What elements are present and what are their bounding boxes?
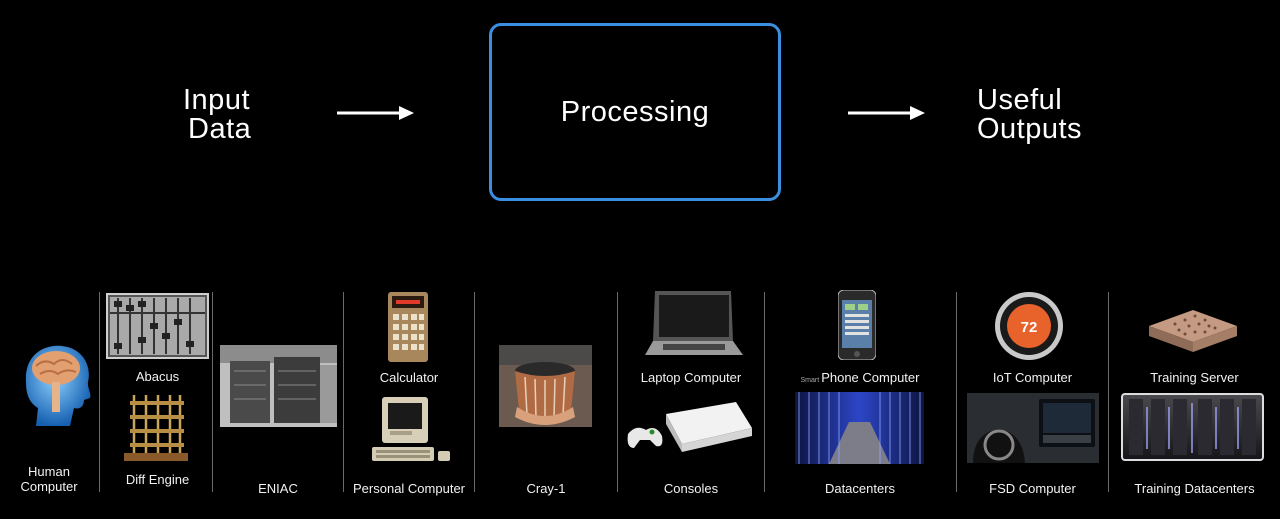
- separator: [212, 292, 213, 492]
- datacenter-image: [795, 392, 924, 464]
- separator: [956, 292, 957, 492]
- separator: [764, 292, 765, 492]
- training-datacenters-label: Training Datacenters: [1134, 481, 1255, 496]
- human-head-icon: [25, 345, 91, 426]
- training-server-label: Training Server: [1150, 370, 1239, 385]
- abacus-label: Abacus: [135, 369, 180, 384]
- output-line-2: Outputs: [977, 113, 1083, 145]
- arrow-right-icon: [848, 106, 925, 120]
- thermostat-temperature: 72: [1021, 319, 1038, 336]
- calculator-label: Calculator: [379, 370, 439, 385]
- training-server-image: [1149, 310, 1237, 352]
- separator: [99, 292, 100, 492]
- arrow-right-icon: [337, 106, 414, 120]
- datacenters-label: Datacenters: [824, 481, 896, 496]
- abacus-image: [106, 293, 209, 359]
- processing-label: Processing: [560, 95, 710, 128]
- consoles-label: Consoles: [663, 481, 719, 496]
- separator: [617, 292, 618, 492]
- thermostat-image: 72: [995, 292, 1063, 360]
- eniac-image: [220, 345, 337, 427]
- calculator-image: [388, 292, 428, 362]
- separator: [474, 292, 475, 492]
- laptop-computer-label: Laptop Computer: [640, 370, 742, 385]
- fsd-computer-label: FSD Computer: [989, 481, 1076, 496]
- laptop-image: [645, 291, 743, 355]
- useful-outputs-label: Useful Outputs: [977, 86, 1082, 144]
- input-line-2: Data: [188, 113, 252, 145]
- separator: [343, 292, 344, 492]
- smartphone-image: [838, 290, 876, 360]
- eniac-label: ENIAC: [258, 481, 298, 496]
- personal-computer-label: Personal Computer: [353, 481, 465, 496]
- input-line-1: Input: [183, 84, 250, 116]
- fsd-dashboard-image: [967, 393, 1099, 463]
- input-data-label: Input Data: [183, 86, 251, 144]
- diff-engine-image: [124, 395, 188, 461]
- smart-prefix: Smart: [800, 377, 820, 384]
- cray-1-label: Cray-1: [526, 481, 566, 496]
- console-image: [627, 402, 752, 452]
- iot-computer-label: IoT Computer: [992, 370, 1073, 385]
- human-computer-label: Human Computer: [20, 464, 78, 494]
- cray-1-image: [499, 345, 592, 427]
- separator: [1108, 292, 1109, 492]
- diff-engine-label: Diff Engine: [125, 472, 190, 487]
- training-datacenter-image: [1121, 393, 1264, 461]
- processing-box: Processing: [489, 23, 781, 201]
- output-line-1: Useful: [977, 84, 1063, 116]
- personal-computer-image: [372, 397, 450, 461]
